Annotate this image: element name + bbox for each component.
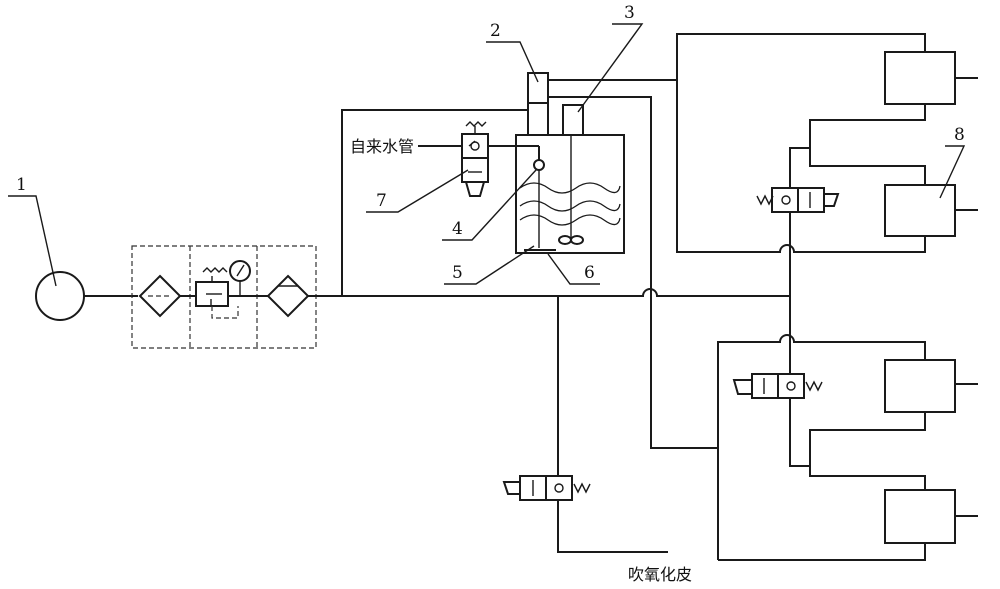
component-2 (527, 72, 677, 296)
tank-air-line (341, 109, 528, 296)
oxide-blow-branch (502, 296, 668, 553)
label-7: 7 (376, 191, 387, 211)
upper-right-circuit (676, 33, 926, 296)
label-5: 5 (452, 263, 463, 283)
water-tank (515, 134, 625, 254)
leader-lines (8, 23, 966, 287)
tap-water-label: 自来水管 (350, 137, 414, 156)
label-2: 2 (490, 21, 501, 41)
cylinder-upper-2 (884, 184, 978, 237)
label-6: 6 (584, 263, 595, 283)
cylinder-upper-1 (884, 51, 978, 105)
label-1: 1 (16, 175, 27, 195)
lower-right-circuit (650, 296, 926, 561)
frl-unit (131, 245, 342, 349)
main-supply-line (342, 288, 790, 297)
cylinder-lower-1 (884, 359, 978, 413)
upper-solenoid-valve (756, 187, 840, 213)
label-4: 4 (452, 219, 463, 239)
lubricator-icon (266, 274, 310, 318)
label-8: 8 (954, 125, 965, 145)
cylinder-lower-2 (884, 489, 978, 544)
agitator-icon (558, 235, 572, 245)
spring-icon (202, 267, 228, 273)
float-valve-icon (533, 159, 545, 171)
water-valve-7 (418, 121, 540, 197)
solenoid-icon (464, 181, 486, 197)
compressor (35, 271, 132, 321)
lower-solenoid-valve (732, 373, 823, 399)
label-3: 3 (624, 3, 635, 23)
spring-icon (465, 121, 487, 127)
blow-oxide-label: 吹氧化皮 (628, 565, 692, 584)
